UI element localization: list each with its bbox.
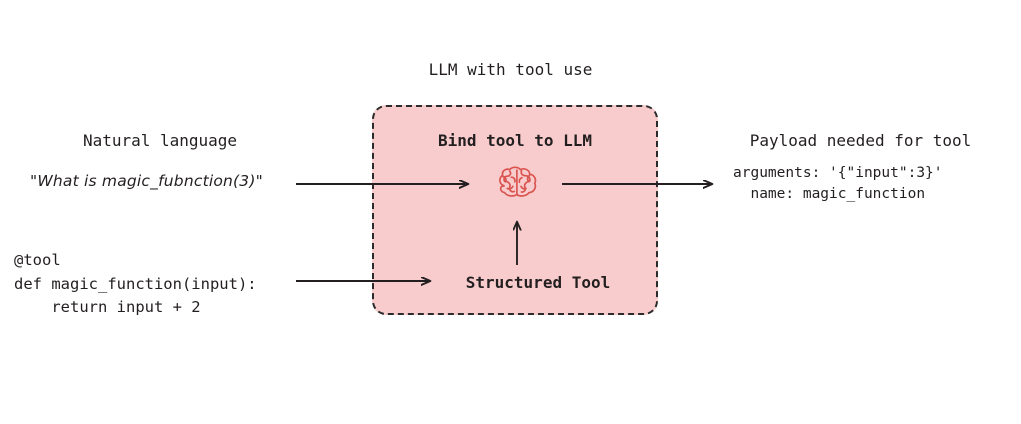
bind-tool-label: Bind tool to LLM (437, 131, 593, 150)
payload-header: Payload needed for tool (749, 131, 972, 150)
payload-block: arguments: '{"input":3}' name: magic_fun… (733, 163, 943, 205)
tool-code-block: @tool def magic_function(input): return i… (14, 249, 257, 320)
code-line-3: return input + 2 (14, 298, 201, 317)
natural-language-quote: "What is magic_fubnction(3)" (30, 172, 263, 190)
diagram-title: LLM with tool use (428, 60, 593, 79)
payload-line-arguments: arguments: '{"input":3}' (733, 165, 943, 181)
payload-line-name: name: magic_function (733, 186, 926, 203)
code-line-2: def magic_function(input): (14, 274, 257, 293)
structured-tool-label: Structured Tool (465, 273, 611, 292)
bind-tool-to-llm-box (372, 105, 658, 315)
code-line-1: @tool (14, 251, 61, 269)
natural-language-header: Natural language (82, 131, 238, 150)
